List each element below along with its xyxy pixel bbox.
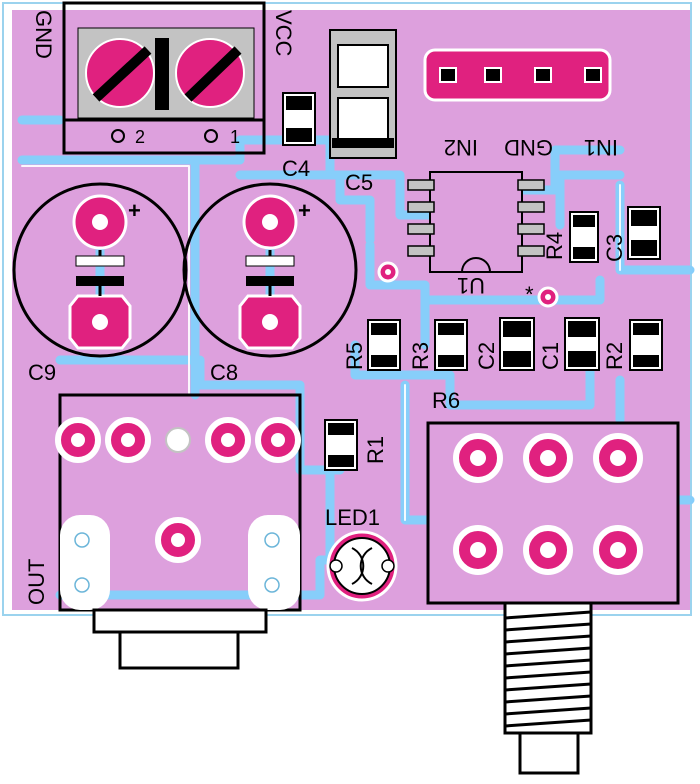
r3-label: R3 <box>408 342 433 370</box>
via-holes <box>377 261 559 308</box>
terminal-pin2-label: 2 <box>135 127 145 147</box>
c4-footprint <box>282 92 316 146</box>
r6-label: R6 <box>432 388 460 413</box>
r1-footprint <box>324 419 358 471</box>
terminal-pin1-label: 1 <box>230 127 240 147</box>
led1-label: LED1 <box>325 505 380 530</box>
in2-label: IN2 <box>444 135 478 160</box>
r3-footprint <box>434 319 468 371</box>
r1-label: R1 <box>363 436 388 464</box>
r2-footprint <box>629 319 663 371</box>
c1-footprint <box>564 317 600 371</box>
r6-footprint <box>426 421 680 775</box>
terminal-block <box>62 1 266 155</box>
pin1-star-marker: * <box>525 282 534 307</box>
c8-plus-marker: + <box>298 198 311 223</box>
r2-label: R2 <box>602 342 627 370</box>
c5-label: C5 <box>345 170 373 195</box>
r5-label: R5 <box>342 342 367 370</box>
gnd-label: GND <box>31 10 56 59</box>
c3-footprint <box>627 206 661 260</box>
r5-footprint <box>367 319 401 371</box>
c1-label: C1 <box>538 342 563 370</box>
r4-footprint <box>569 211 599 263</box>
c2-label: C2 <box>474 342 499 370</box>
gnd-input-label: GND <box>504 135 553 160</box>
led1-footprint <box>326 530 398 602</box>
u1-footprint <box>407 171 545 273</box>
c5-footprint <box>329 29 397 159</box>
u1-label: U1 <box>457 273 485 298</box>
c9-footprint <box>12 182 188 358</box>
audio-jack-footprint <box>55 393 302 670</box>
out-label: OUT <box>24 559 49 605</box>
trace-outline-layer <box>21 165 621 521</box>
pin-header-4 <box>423 48 612 102</box>
c9-label: C9 <box>28 360 56 385</box>
r4-label: R4 <box>542 232 567 260</box>
vcc-label: VCC <box>271 10 296 57</box>
c2-footprint <box>499 317 535 371</box>
c4-label: C4 <box>282 156 310 181</box>
c8-label: C8 <box>210 360 238 385</box>
c8-footprint <box>182 182 358 358</box>
in1-label: IN1 <box>584 135 618 160</box>
c3-label: C3 <box>602 234 627 262</box>
c9-plus-marker: + <box>128 198 141 223</box>
